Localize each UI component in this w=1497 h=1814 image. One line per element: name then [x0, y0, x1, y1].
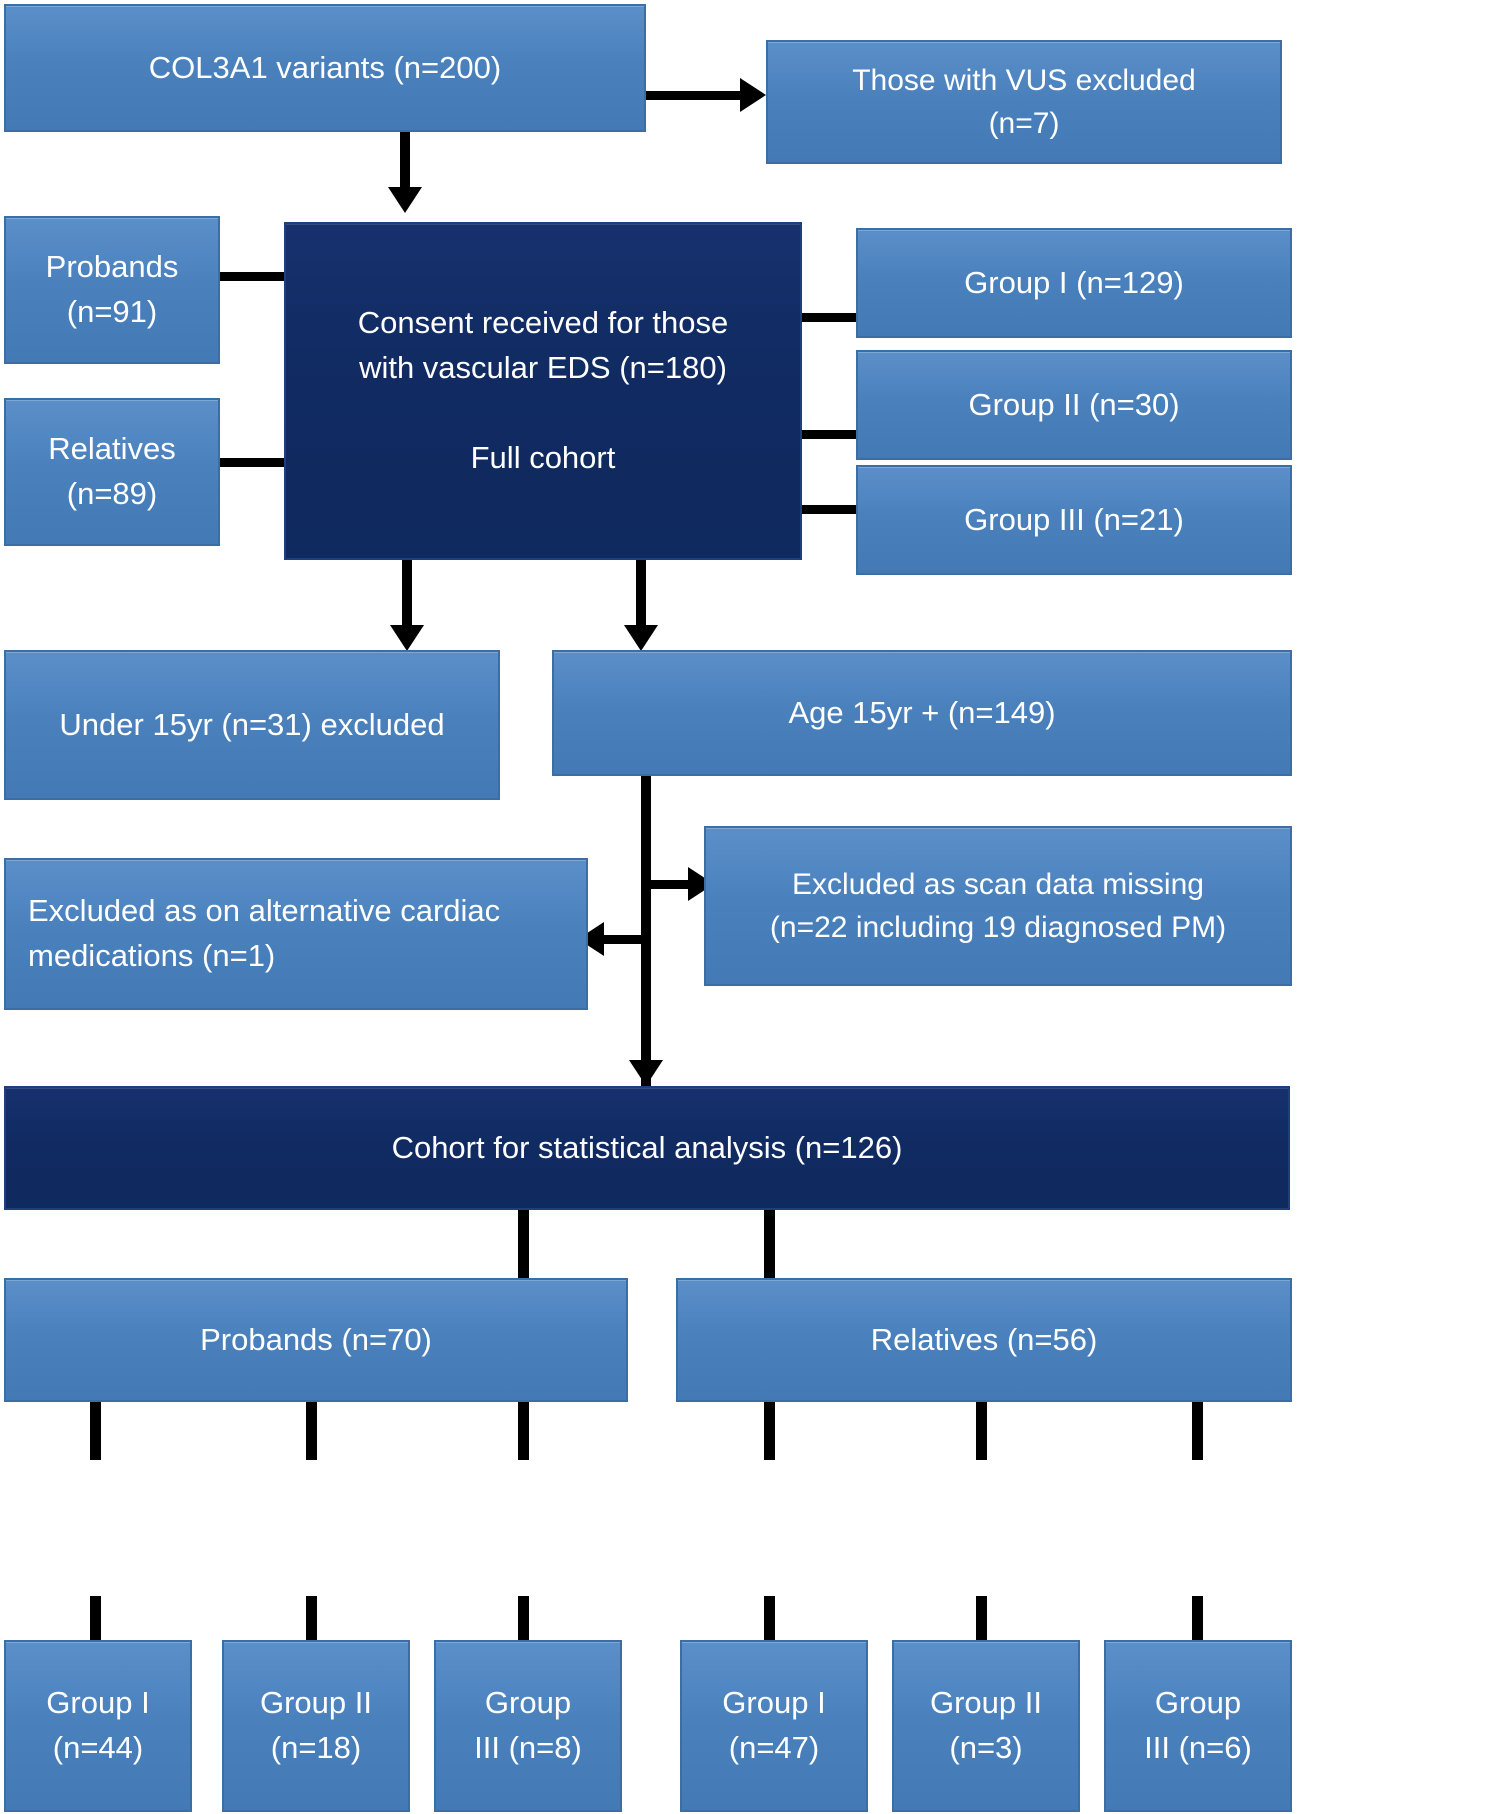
- node-group-iii-top-label: Group III (n=21): [964, 501, 1184, 537]
- node-consent-full-cohort-label: Consent received for those with vascular…: [357, 305, 729, 475]
- node-probands-bottom: Probands (n=70): [4, 1278, 628, 1402]
- node-proband-group-iii: Group III (n=8): [434, 1640, 622, 1812]
- connector-spine-to-scan-missing: [648, 880, 690, 889]
- node-relative-group-iii-label: Group III (n=6): [1144, 1685, 1252, 1765]
- node-relative-group-i: Group I (n=47): [680, 1640, 868, 1812]
- connector-stub-proband-group-i: [90, 1596, 101, 1644]
- connector-probands-to-group-ii: [306, 1400, 317, 1460]
- node-under15-excluded: Under 15yr (n=31) excluded: [4, 650, 500, 800]
- connector-relatives-to-group-i: [764, 1400, 775, 1460]
- arrowhead-variants-to-vus: [740, 78, 766, 112]
- node-col3a1-variants: COL3A1 variants (n=200): [4, 4, 646, 132]
- connector-cohort-to-probands: [518, 1208, 529, 1280]
- connector-consent-to-age15: [636, 559, 646, 631]
- node-age15-plus-label: Age 15yr + (n=149): [788, 694, 1056, 730]
- connector-stub-proband-group-ii: [306, 1596, 317, 1644]
- node-cohort-statistical-analysis: Cohort for statistical analysis (n=126): [4, 1086, 1290, 1210]
- node-relatives-bottom-label: Relatives (n=56): [870, 1321, 1098, 1357]
- node-relative-group-ii: Group II (n=3): [892, 1640, 1080, 1812]
- connector-variants-to-vus: [640, 91, 740, 100]
- node-scan-data-missing-label: Excluded as scan data missing (n=22 incl…: [769, 867, 1227, 945]
- node-relatives-top: Relatives (n=89): [4, 398, 220, 546]
- connector-consent-to-group-ii: [800, 430, 862, 439]
- connector-stub-relative-group-i: [764, 1596, 775, 1644]
- node-relative-group-iii: Group III (n=6): [1104, 1640, 1292, 1812]
- node-group-i-top-label: Group I (n=129): [964, 264, 1184, 300]
- node-relative-group-ii-label: Group II (n=3): [930, 1685, 1042, 1765]
- connector-stub-relative-group-ii: [976, 1596, 987, 1644]
- node-group-i-top: Group I (n=129): [856, 228, 1292, 338]
- connector-relatives-to-consent: [218, 458, 288, 467]
- connector-relatives-to-group-ii: [976, 1400, 987, 1460]
- node-vus-excluded: Those with VUS excluded (n=7): [766, 40, 1282, 164]
- node-proband-group-i-label: Group I (n=44): [46, 1685, 150, 1765]
- connector-consent-to-group-i: [800, 313, 862, 322]
- node-probands-bottom-label: Probands (n=70): [200, 1321, 432, 1357]
- node-under15-excluded-label: Under 15yr (n=31) excluded: [59, 706, 445, 742]
- node-proband-group-iii-label: Group III (n=8): [474, 1685, 582, 1765]
- node-scan-data-missing: Excluded as scan data missing (n=22 incl…: [704, 826, 1292, 986]
- node-relatives-top-label: Relatives (n=89): [48, 431, 176, 511]
- arrowhead-consent-to-under15: [390, 625, 424, 651]
- connector-relatives-to-group-iii: [1192, 1400, 1203, 1460]
- node-group-iii-top: Group III (n=21): [856, 465, 1292, 575]
- node-group-ii-top-label: Group II (n=30): [968, 386, 1180, 422]
- connector-consent-to-group-iii: [800, 505, 862, 514]
- connector-stub-relative-group-iii: [1192, 1596, 1203, 1644]
- node-proband-group-ii: Group II (n=18): [222, 1640, 410, 1812]
- connector-cohort-to-relatives: [764, 1208, 775, 1280]
- node-alt-cardiac-excluded-label: Excluded as on alternative cardiac medic…: [28, 893, 501, 973]
- node-proband-group-ii-label: Group II (n=18): [260, 1685, 372, 1765]
- connector-probands-to-consent: [218, 272, 288, 281]
- node-proband-group-i: Group I (n=44): [4, 1640, 192, 1812]
- node-probands-top-label: Probands (n=91): [45, 249, 179, 329]
- connector-consent-to-under15: [402, 559, 412, 631]
- arrowhead-consent-to-age15: [624, 625, 658, 651]
- node-alt-cardiac-excluded: Excluded as on alternative cardiac medic…: [4, 858, 588, 1010]
- connector-probands-to-group-iii: [518, 1400, 529, 1460]
- node-vus-excluded-label: Those with VUS excluded (n=7): [852, 63, 1196, 141]
- node-relative-group-i-label: Group I (n=47): [722, 1685, 826, 1765]
- node-consent-full-cohort: Consent received for those with vascular…: [284, 222, 802, 560]
- connector-stub-proband-group-iii: [518, 1596, 529, 1644]
- arrowhead-variants-to-consent: [388, 187, 422, 213]
- connector-spine-to-alt-cardiac: [600, 935, 650, 944]
- connector-probands-to-group-i: [90, 1400, 101, 1460]
- node-col3a1-variants-label: COL3A1 variants (n=200): [148, 49, 502, 85]
- arrowhead-spine-to-cohort: [629, 1060, 663, 1086]
- connector-variants-to-consent: [400, 131, 410, 193]
- node-cohort-statistical-analysis-label: Cohort for statistical analysis (n=126): [391, 1129, 903, 1165]
- node-age15-plus: Age 15yr + (n=149): [552, 650, 1292, 776]
- node-probands-top: Probands (n=91): [4, 216, 220, 364]
- node-relatives-bottom: Relatives (n=56): [676, 1278, 1292, 1402]
- node-group-ii-top: Group II (n=30): [856, 350, 1292, 460]
